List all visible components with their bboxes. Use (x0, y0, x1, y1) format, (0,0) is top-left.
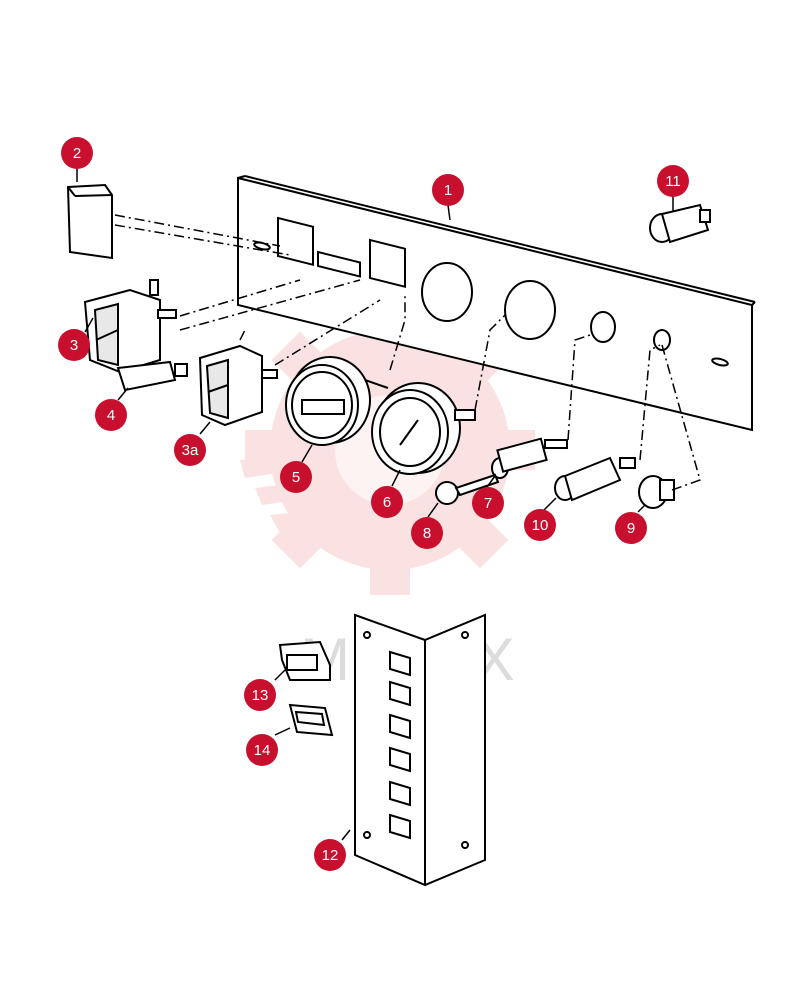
callout-label: 6 (383, 494, 391, 511)
callout-label: 1 (444, 182, 452, 199)
callout-1: 1 (432, 174, 464, 206)
indicator-light (554, 456, 636, 502)
callout-4: 4 (95, 399, 127, 431)
callout-label: 14 (254, 742, 271, 759)
callout-pointers (76, 168, 674, 841)
callout-8: 8 (411, 517, 443, 549)
callout-label: 10 (532, 517, 549, 534)
socket (649, 203, 711, 244)
callout-label: 8 (423, 525, 431, 542)
callout-3: 3 (58, 329, 90, 361)
cover-plug (66, 183, 113, 260)
leader-lines (114, 214, 701, 491)
callout-9: 9 (615, 512, 647, 544)
callout-label: 4 (107, 407, 115, 424)
callout-11: 11 (657, 165, 689, 197)
switch-blank-13 (278, 640, 331, 681)
callout-5: 5 (280, 461, 312, 493)
callout-label: 7 (484, 495, 492, 512)
callout-label: 2 (73, 145, 81, 162)
callout-label: 9 (627, 520, 635, 537)
dashboard-panel (237, 175, 756, 432)
connector (116, 360, 188, 392)
gauge (371, 382, 476, 475)
callout-7: 7 (472, 487, 504, 519)
callout-label: 5 (292, 469, 300, 486)
callout-label: 3a (182, 442, 199, 459)
callout-label: 11 (665, 173, 681, 190)
callout-10: 10 (524, 509, 556, 541)
hour-meter-gauge (285, 356, 389, 446)
ignition-switch (491, 437, 568, 479)
callout-label: 3 (70, 337, 78, 354)
rocker-switch (83, 279, 177, 374)
key-icon (435, 473, 500, 505)
callout-6: 6 (371, 486, 403, 518)
callout-label: 13 (252, 687, 269, 704)
callout-13: 13 (244, 679, 276, 711)
callout-14: 14 (246, 734, 278, 766)
rocker-switch-3a (198, 344, 278, 427)
callout-12: 12 (314, 839, 346, 871)
lens-cap (638, 475, 675, 509)
callout-2: 2 (61, 137, 93, 169)
switch-blank-14 (288, 703, 334, 737)
callout-label: 12 (322, 847, 339, 864)
switch-rack (354, 613, 486, 887)
callout-3a: 3a (174, 434, 206, 466)
